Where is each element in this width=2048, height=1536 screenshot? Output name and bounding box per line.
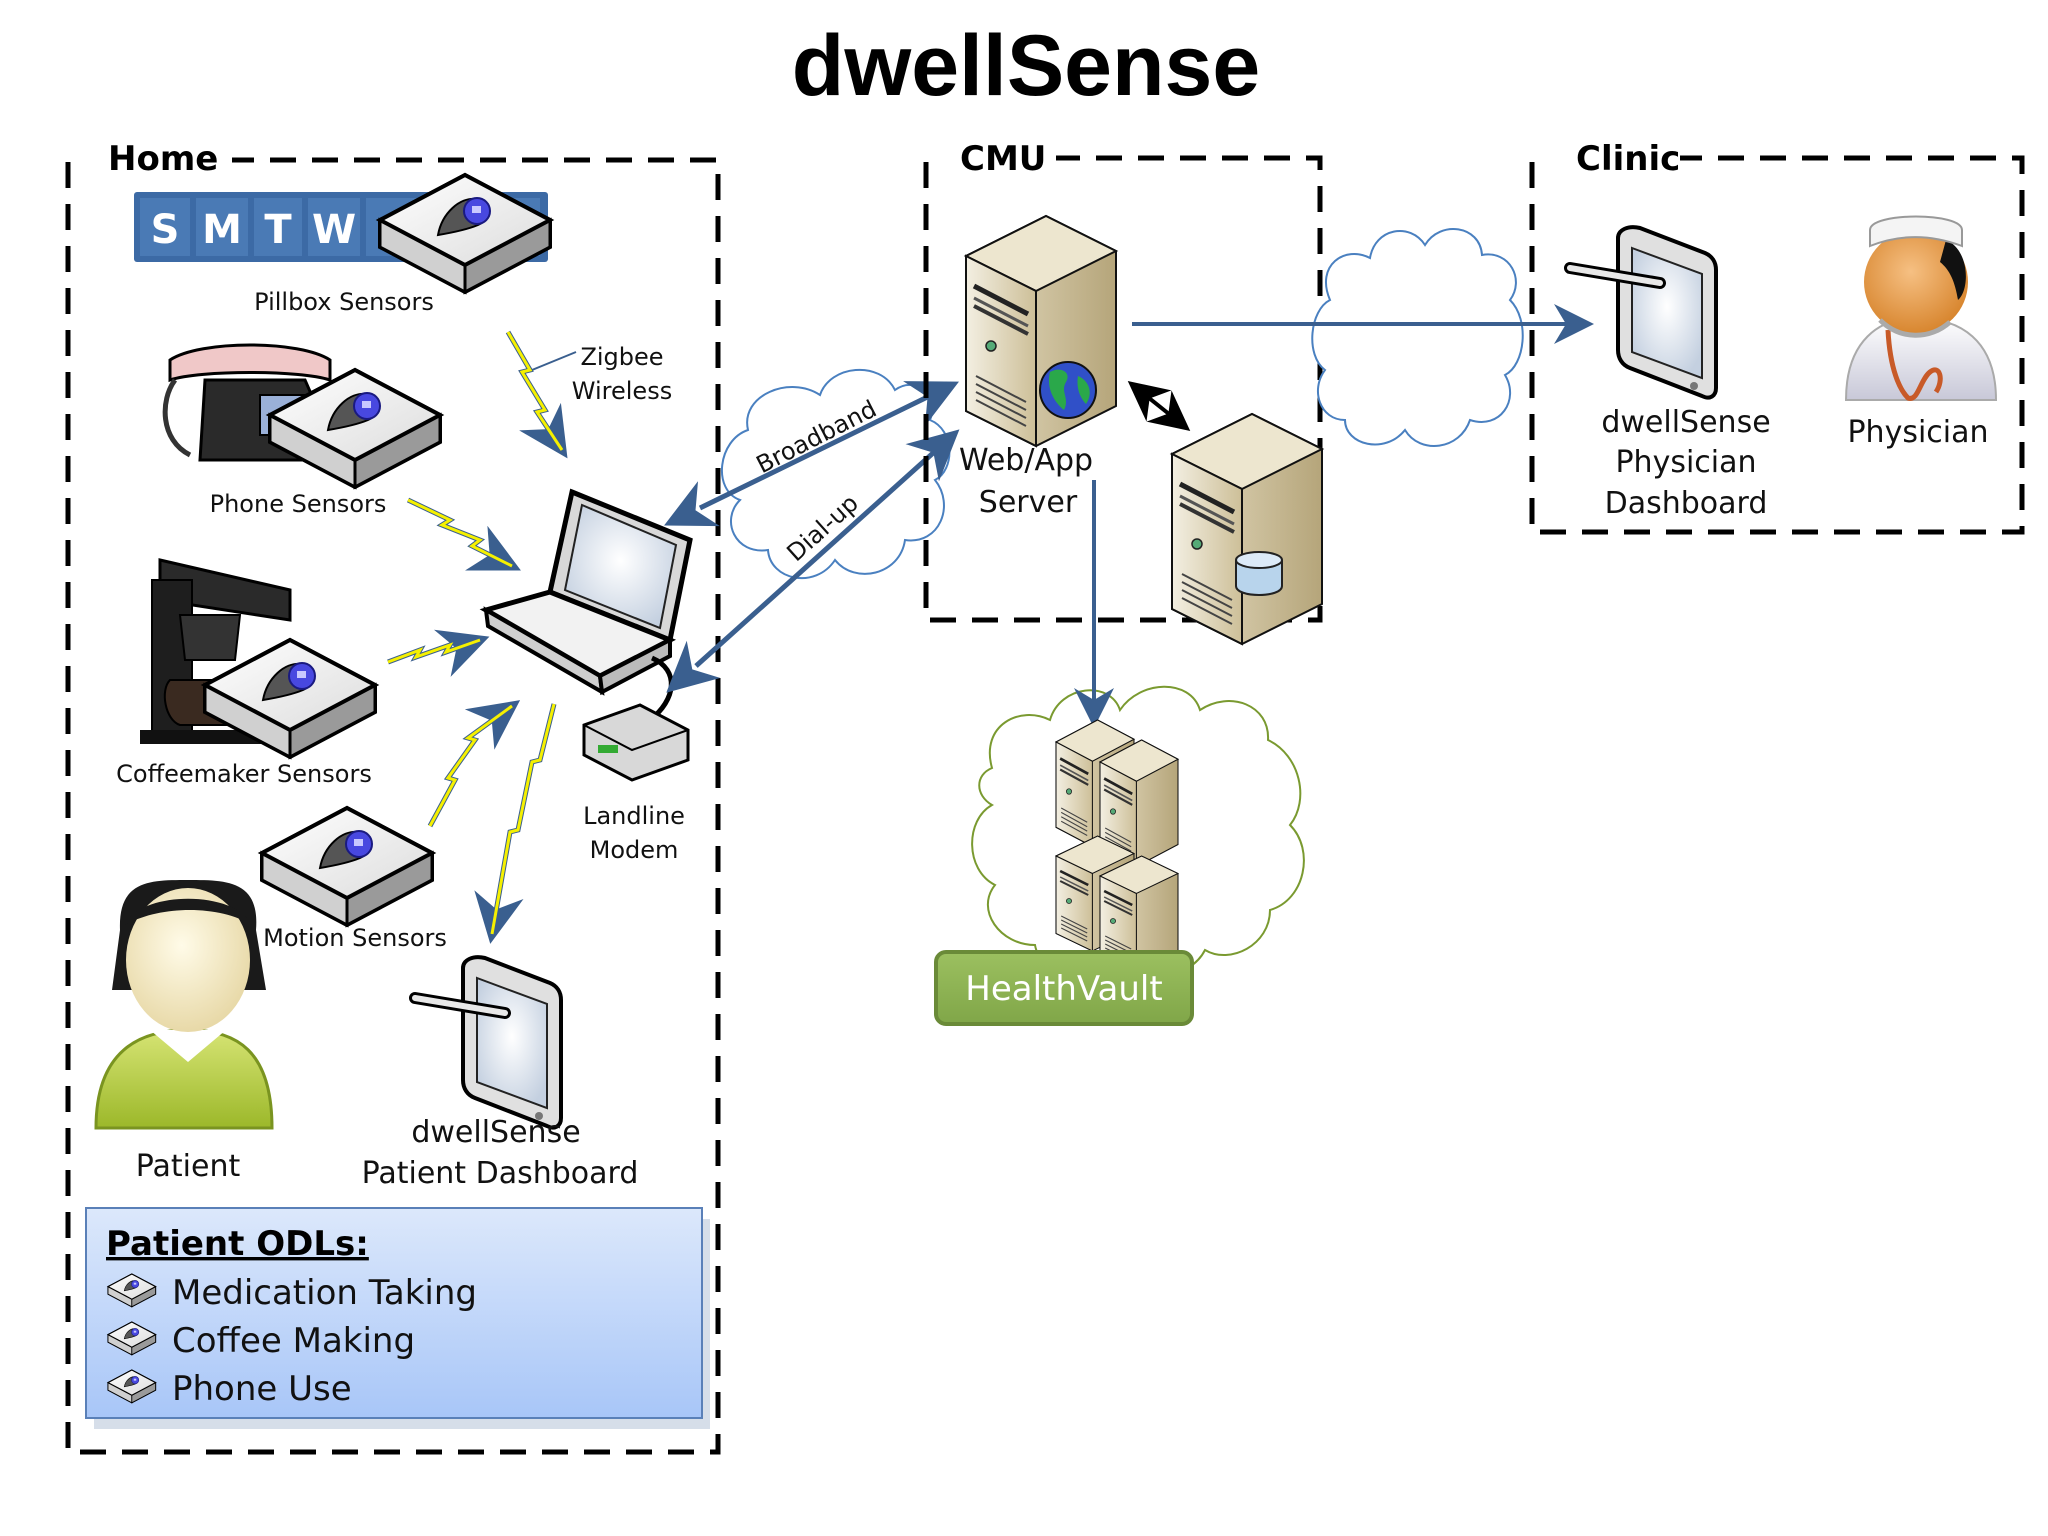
patient-dashboard-label: dwellSense [411, 1115, 580, 1150]
laptop-icon [479, 488, 693, 722]
physician-dashboard-tablet-icon [1570, 227, 1716, 397]
database-server-icon [1172, 414, 1322, 644]
pillbox-day: M [202, 207, 242, 253]
patient-dashboard-label: Patient Dashboard [362, 1156, 639, 1191]
coffeemaker-sensor-group: Coffeemaker Sensors [116, 558, 377, 788]
lightning-icon [406, 497, 521, 571]
odl-title: Patient ODLs: [106, 1224, 369, 1264]
physician-icon [1844, 215, 1998, 401]
globe-icon [1039, 361, 1097, 419]
pillbox-sensor-group: S M T W Pillbox Sensors [134, 173, 552, 316]
zigbee-wireless-links: Zigbee Wireless [387, 330, 672, 944]
odl-item: Phone Use [172, 1369, 352, 1409]
diagram-title: dwellSense [792, 18, 1260, 114]
wireless-label: Wireless [572, 377, 672, 405]
lightning-icon [387, 629, 490, 677]
patient-dashboard-tablet-icon [415, 957, 561, 1127]
clinic-cloud [1311, 228, 1524, 447]
pillbox-day: T [264, 207, 292, 253]
phone-sensors-label: Phone Sensors [210, 490, 387, 518]
pillbox-day: W [312, 207, 356, 253]
cmu-zone: CMU [923, 139, 1323, 623]
home-zone: Home [65, 139, 721, 1455]
zone-label-clinic: Clinic [1576, 139, 1680, 179]
modem-label: Landline [583, 802, 685, 830]
physician-dashboard-label: dwellSense [1601, 405, 1770, 440]
odl-item: Coffee Making [172, 1321, 415, 1361]
lightning-icon [427, 700, 521, 828]
physician-dashboard-label: Physician [1615, 445, 1756, 480]
coffeemaker-sensors-label: Coffeemaker Sensors [116, 760, 372, 788]
phone-sensor-group: Phone Sensors [162, 343, 442, 518]
lightning-icon [474, 703, 557, 944]
pillbox-sensors-label: Pillbox Sensors [254, 288, 434, 316]
patient-odl-box: Patient ODLs: Medication Taking Coffee M… [85, 1207, 710, 1429]
motion-sensor-icon [260, 806, 434, 927]
patient-icon [94, 880, 274, 1130]
lightning-icon [505, 330, 568, 459]
zigbee-label: Zigbee [580, 343, 663, 371]
zone-label-home: Home [108, 139, 218, 179]
web-app-server-icon [966, 216, 1116, 446]
web-app-server-label: Server [979, 485, 1078, 520]
patient-label: Patient [136, 1149, 241, 1184]
database-icon [1235, 551, 1283, 596]
healthvault-label: HealthVault [965, 969, 1162, 1009]
physician-dashboard-label: Dashboard [1605, 486, 1768, 521]
physician-label: Physician [1847, 415, 1988, 450]
healthvault-badge: HealthVault [934, 950, 1194, 1026]
pillbox-day: S [151, 207, 180, 253]
clinic-zone: Clinic [1529, 139, 2025, 535]
modem-icon [582, 703, 690, 782]
motion-sensor-group: Motion Sensors [260, 806, 447, 952]
motion-sensors-label: Motion Sensors [263, 924, 447, 952]
web-app-server-label: Web/App [959, 443, 1093, 478]
modem-label: Modem [590, 836, 679, 864]
db-connection-arrow [1127, 381, 1191, 431]
odl-item: Medication Taking [172, 1273, 477, 1313]
zone-label-cmu: CMU [960, 139, 1046, 179]
